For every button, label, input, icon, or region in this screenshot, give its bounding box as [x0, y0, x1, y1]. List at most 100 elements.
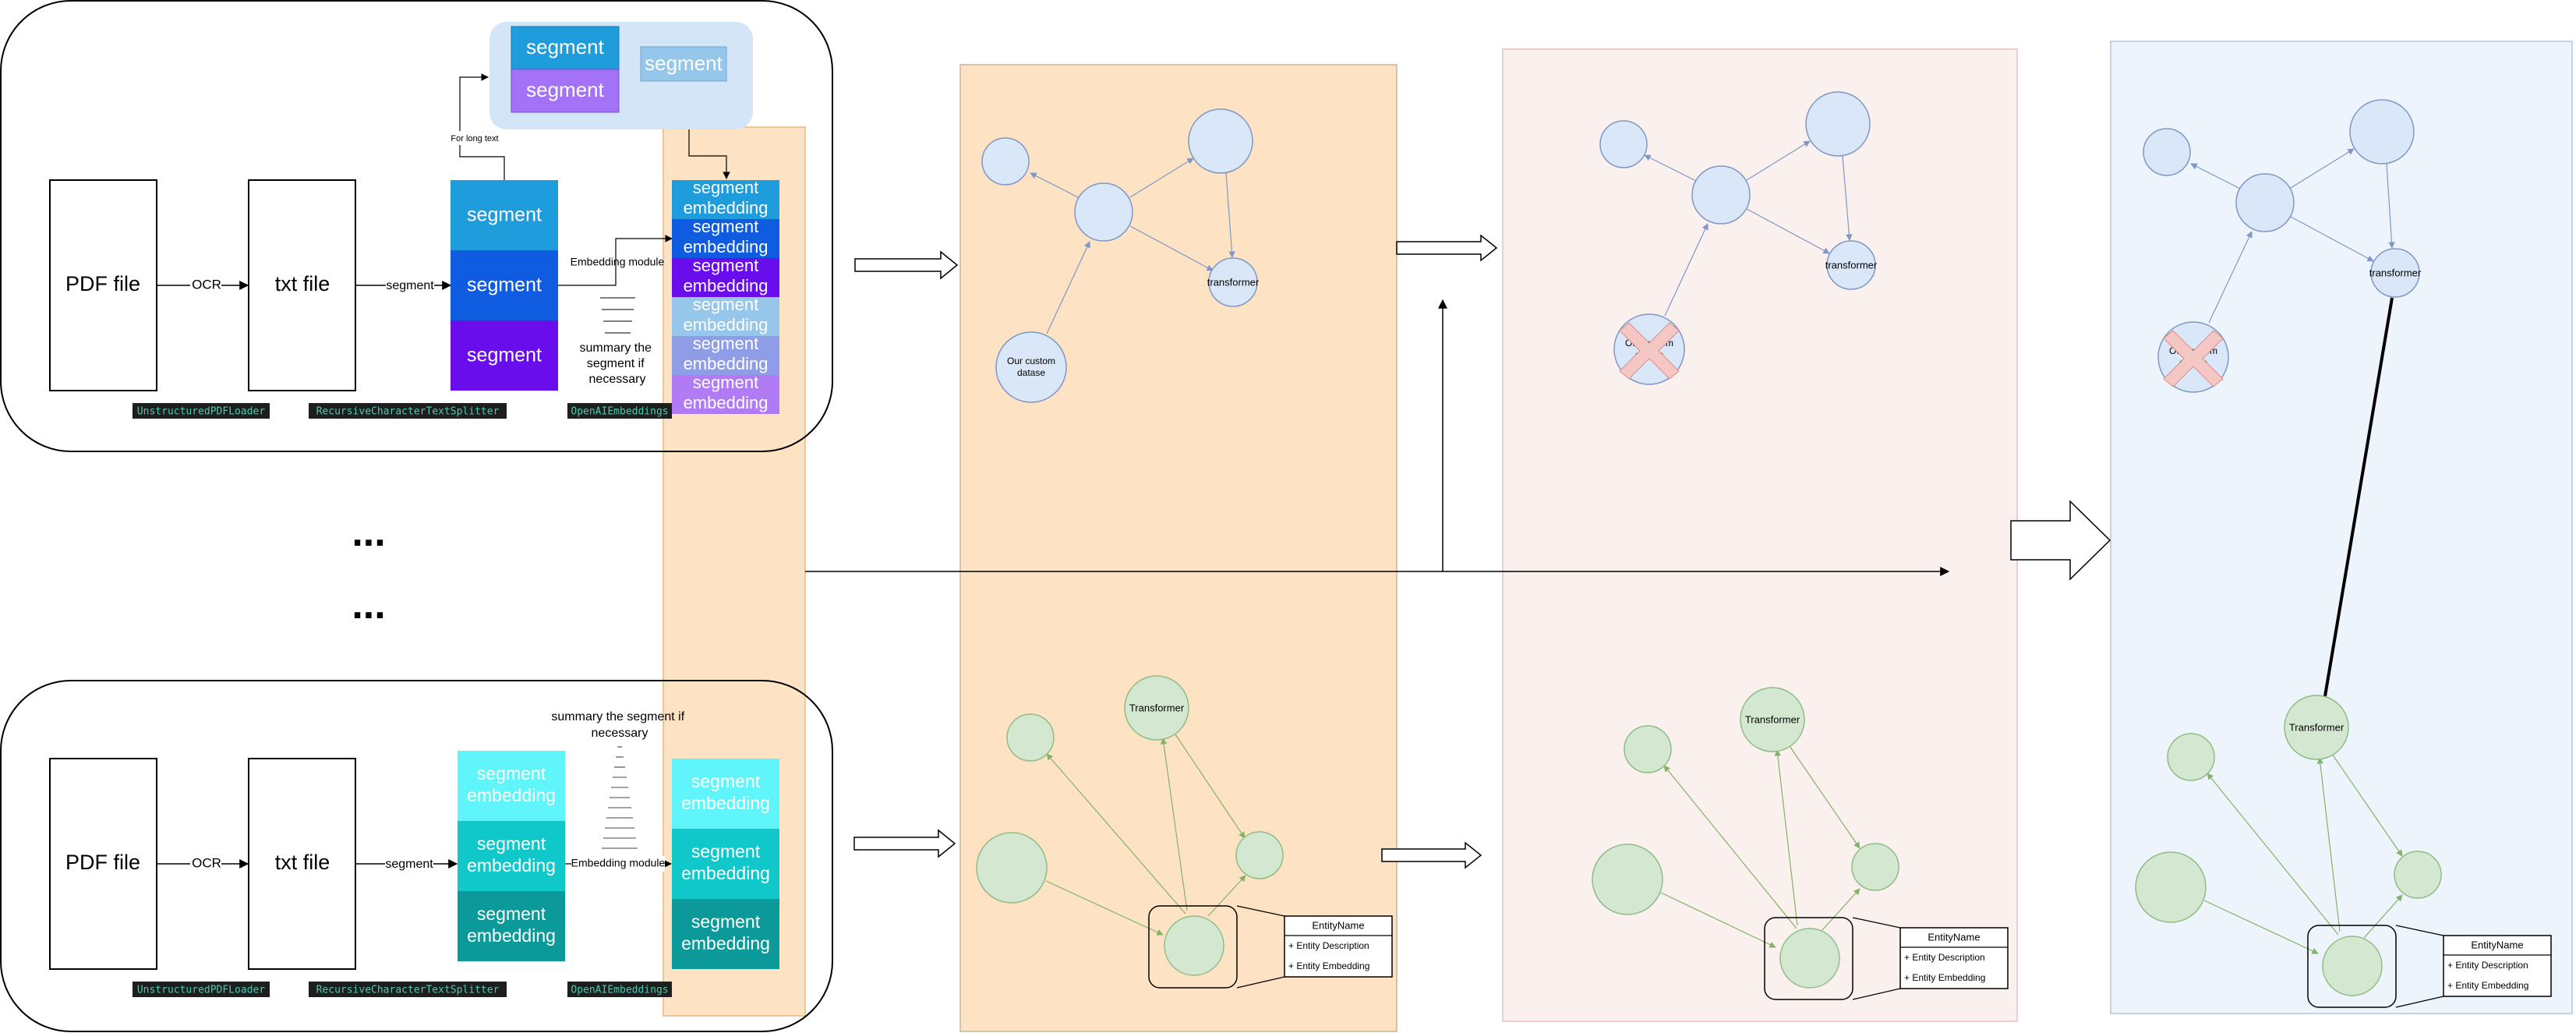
bottom-pipeline-container: [0, 680, 833, 1032]
summary-dashes-bottom: [602, 746, 638, 849]
embedding-module-label-top: Embedding module: [571, 256, 665, 268]
pdf-file-box-bottom: [49, 758, 157, 970]
entity-2-name: EntityName: [1928, 931, 1980, 943]
graph-1-blue: [981, 108, 1258, 403]
loader-tag-bottom: UnstructuredPDFLoader: [137, 985, 266, 996]
entity-3-name: EntityName: [2471, 939, 2523, 950]
segment-block-1: [451, 180, 558, 250]
summary-top-line-2: segment if: [587, 357, 645, 370]
graph-2-green: [1592, 687, 1899, 1000]
entity-2-description: + Entity Description: [1904, 952, 1985, 963]
block-arrow-3: [1396, 234, 1498, 262]
segment-block-3: [451, 320, 558, 391]
embedding-label-4b: embedding: [684, 315, 769, 334]
ocr-label-bottom: OCR: [192, 855, 221, 870]
segment-block-2-label: segment: [467, 274, 542, 296]
segment-arrow-label-bottom: segment: [385, 858, 433, 871]
embedding-label-3: segment: [693, 256, 758, 275]
graph-3-link-line: [2323, 297, 2394, 697]
embedding-stack-top: [672, 180, 779, 414]
txt-file-box-bottom: [248, 758, 356, 970]
graph-1-transformer-cap-label: Transformer: [1129, 702, 1185, 713]
txt-file-label-top: txt file: [275, 272, 330, 295]
summary-label-top: summary the segment if necessary: [580, 341, 655, 386]
entity-1-name: EntityName: [1312, 919, 1364, 931]
summary-bottom-line-1: summary the segment if: [551, 710, 684, 723]
graph-panel-3: [2110, 41, 2573, 1014]
ellipsis-2: ...: [352, 582, 385, 628]
embedding-module-label-bottom: Embedding module: [571, 857, 666, 869]
entity-1-embedding: + Entity Embedding: [1288, 960, 1369, 971]
embedding-label-4: segment: [693, 295, 758, 314]
summary-bottom-line-2: necessary: [592, 727, 648, 740]
segment-block-1-label: segment: [467, 204, 542, 226]
loader-tag-top: UnstructuredPDFLoader: [137, 406, 266, 418]
embedding-label-2: segment: [693, 217, 758, 236]
embeddings-tag-top: OpenAIEmbeddings: [571, 406, 668, 418]
pdf-file-box-top: [49, 179, 157, 391]
block-arrow-1: [854, 250, 959, 280]
bubble-segment-1-label: segment: [526, 35, 604, 58]
embedding-label-5: segment: [693, 334, 758, 353]
ocr-label-top: OCR: [192, 277, 221, 292]
graph-3-x-mark: [2163, 330, 2224, 387]
segment-block-2: [451, 250, 558, 320]
graph-1-transformer-label: transformer: [1207, 276, 1260, 288]
block-arrow-2: [853, 829, 956, 858]
graph-3-transformer-label: transformer: [2369, 267, 2422, 278]
bottom-emb-block-3: [672, 899, 779, 969]
block-arrow-4: [1381, 841, 1482, 869]
entity-3-description: + Entity Description: [2447, 960, 2528, 971]
entity-table-1: [1284, 915, 1393, 978]
bottom-emb-block-1: [672, 759, 779, 829]
summary-top-line-1: summary the: [580, 341, 652, 355]
summary-top-line-3: necessary: [589, 373, 646, 386]
bubble-segment-3: [640, 46, 727, 82]
bottom-seg-block-1: [458, 751, 565, 821]
bottom-seg-block-3: [458, 891, 565, 961]
pdf-file-label-top: PDF file: [65, 272, 140, 295]
embedding-label-1: segment: [693, 178, 758, 197]
ellipsis-1: ...: [352, 510, 385, 555]
txt-file-label-bottom: txt file: [275, 851, 330, 874]
segment-arrow-label-top: segment: [386, 279, 434, 292]
block-arrow-5: [2010, 500, 2111, 581]
entity-table-3: [2443, 935, 2552, 997]
entity-2-embedding: + Entity Embedding: [1904, 972, 1985, 983]
graph-3-transformer-cap-label: Transformer: [2289, 721, 2345, 733]
embedding-label-5b: embedding: [684, 354, 769, 373]
graph-panel-2: [1502, 48, 2018, 1022]
graph-1-green: [976, 675, 1284, 989]
for-long-text-label: For long text: [451, 134, 498, 143]
graph-2-x-mark: [1619, 322, 1680, 380]
bottom-seg-block-2: [458, 821, 565, 891]
top-pipeline-container: [0, 0, 833, 452]
graph-2-transformer-cap-label: Transformer: [1745, 713, 1800, 725]
graph-3-green: [2135, 695, 2442, 1008]
summary-label-bottom: summary the segment if necessary: [551, 710, 687, 740]
embedding-label-2b: embedding: [684, 237, 769, 256]
bubble-segment-2-label: segment: [526, 78, 604, 101]
bubble-segment-2: [511, 69, 620, 113]
embeddings-tag-bottom: OpenAIEmbeddings: [571, 985, 668, 996]
summary-dashes-top: [600, 297, 635, 334]
splitter-tag-top: RecursiveCharacterTextSplitter: [316, 406, 500, 418]
segment-block-3-label: segment: [467, 345, 542, 366]
embedding-label-6: segment: [693, 373, 758, 392]
embedding-label-3b: embedding: [684, 276, 769, 295]
embedding-label-6b: embedding: [684, 393, 769, 412]
entity-table-2: [1899, 927, 2009, 989]
entity-3-embedding: + Entity Embedding: [2447, 980, 2528, 991]
graph-2-transformer-label: transformer: [1825, 259, 1878, 271]
entity-1-description: + Entity Description: [1288, 940, 1369, 951]
bottom-emb-block-2: [672, 829, 779, 899]
pdf-file-label-bottom: PDF file: [65, 851, 140, 874]
